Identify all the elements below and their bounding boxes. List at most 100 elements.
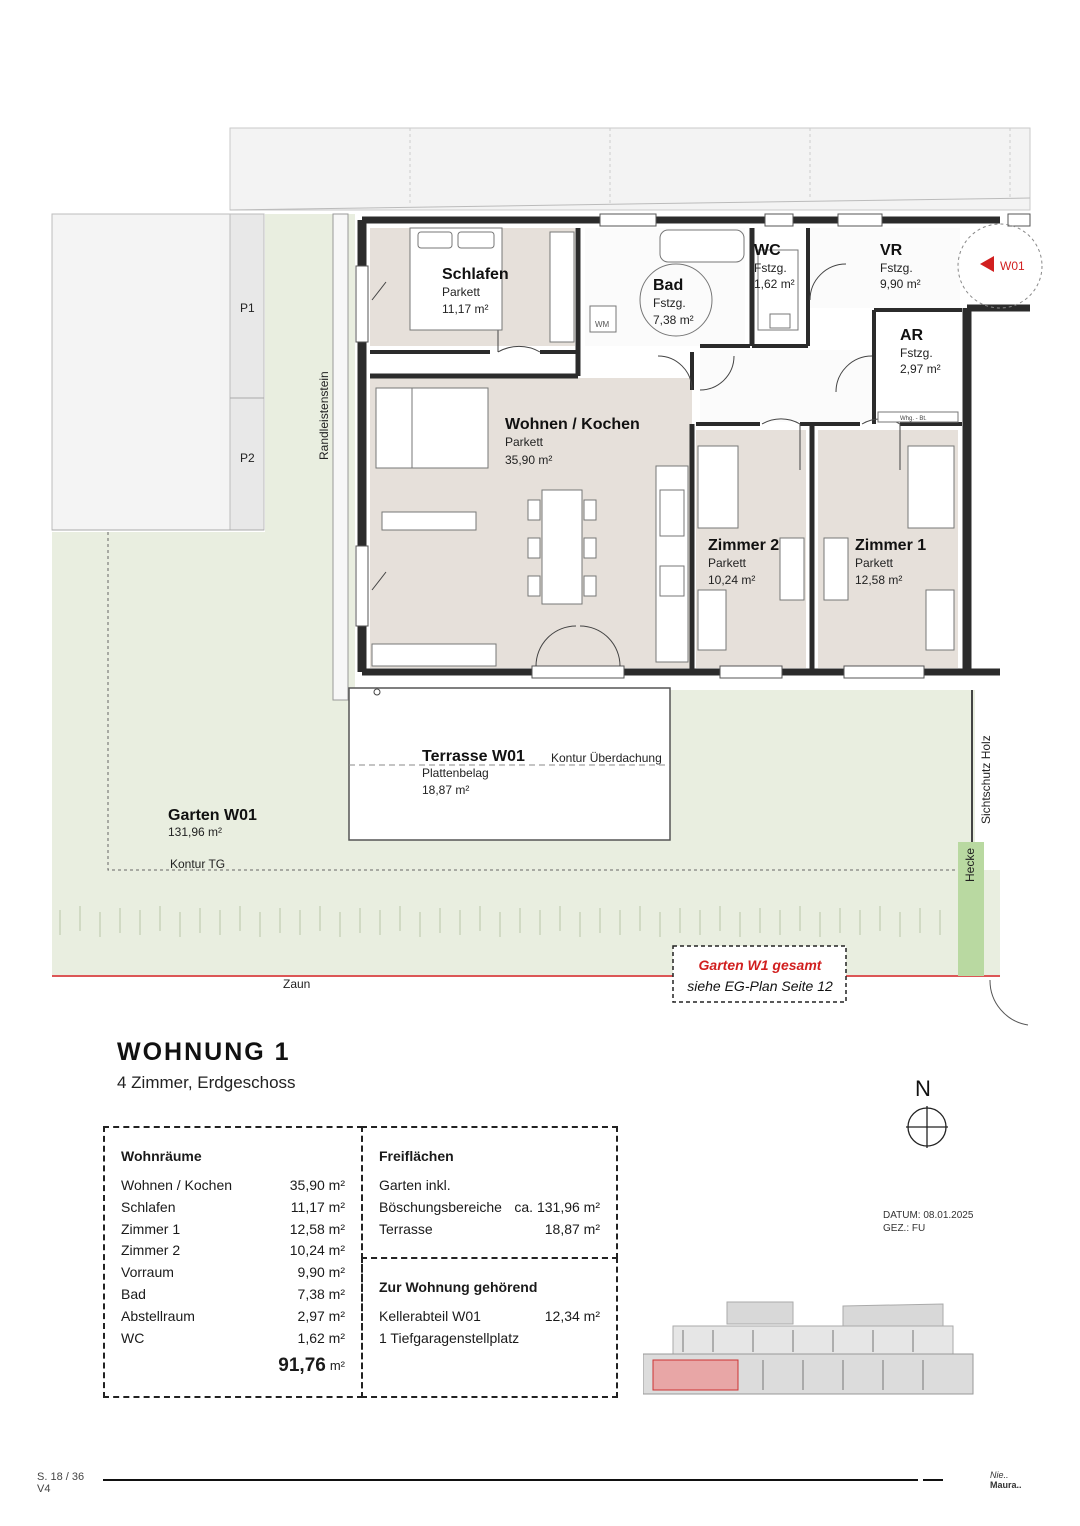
room-ar-area: 2,97 m² [900,362,941,376]
area-value: 7,38 m² [297,1285,345,1302]
garden-row-value: ca. 131,96 m² [514,1198,600,1215]
living-spaces-heading: Wohnräume [121,1148,202,1164]
terrace-row-label: Terrasse [379,1220,433,1237]
area-row: Vorraum 9,90 m² [121,1262,345,1284]
kontur-tg-label: Kontur TG [170,857,225,871]
area-value: 11,17 m² [290,1198,345,1215]
terrace-row: Terrasse 18,87 m² [379,1219,600,1241]
edge-label: Randleistenstein [317,371,331,460]
room-wc-area: 1,62 m² [754,277,795,291]
room-zimmer2-floor: Parkett [708,556,747,570]
area-value: 12,58 m² [289,1220,345,1237]
room-bad-name: Bad [653,277,683,294]
room-zimmer2-area: 10,24 m² [708,573,755,587]
garden-area-label: 131,96 m² [168,825,222,839]
slope-hatch [59,906,941,937]
garden-line: Garten inkl. [379,1177,451,1193]
fence-label: Zaun [283,977,310,991]
apartment-title: WOHNUNG 1 [117,1038,291,1066]
cellar-value: 12,34 m² [544,1308,600,1324]
room-wc-floor: Fstzg. [754,261,787,275]
north-label: N [915,1076,931,1101]
sichtschutz-label: Sichtschutz Holz [979,735,993,824]
room-zimmer1-name: Zimmer 1 [855,537,926,554]
entrance-arrow-icon [980,256,994,272]
area-label: Wohnen / Kochen [121,1177,233,1193]
area-value: 1,62 m² [297,1329,345,1346]
room-bad-area: 7,38 m² [653,313,694,327]
area-row: Bad 7,38 m² [121,1284,345,1306]
kontur-ueberdachung-label: Kontur Überdachung [551,751,662,765]
garden-area [52,214,1000,975]
garage-line: 1 Tiefgaragenstellplatz [379,1329,520,1346]
room-wc-name: WC [754,242,781,259]
garden-note-line2: siehe EG-Plan Seite 12 [687,978,833,994]
terrace-name: Terrasse W01 [422,748,525,765]
belongings-heading: Zur Wohnung gehörend [379,1279,538,1295]
version: V4 [37,1483,51,1495]
area-value: 2,97 m² [297,1307,345,1324]
floor-plan: P1 P2 Randleistenstein Kontur TG Terrass… [51,127,1043,1026]
edge-strip [332,213,349,701]
room-bad-floor: Fstzg. [653,296,686,310]
terrace-area [348,687,671,841]
total-area-unit: m² [329,1358,345,1374]
page-number: S. 18 / 36 [37,1471,85,1483]
area-row: Zimmer 1 12,58 m² [121,1219,345,1241]
footer-page-info: S. 18 / 36 V4 [37,1471,84,1495]
neighbour-area [229,127,1031,211]
footer-divider-short [923,1479,943,1481]
hedge-label: Hecke [963,848,977,882]
area-row: WC 1,62 m² [121,1328,345,1350]
garden-row-label: Böschungsbereiche [379,1198,502,1215]
parking-area [51,213,265,531]
apartment-subtitle: 4 Zimmer, Erdgeschoss [117,1073,296,1092]
garden-note-box [672,945,847,1003]
room-zimmer2-name: Zimmer 2 [708,537,779,554]
entrance-label: W01 [1000,259,1025,273]
terrace-row-value: 18,87 m² [544,1220,600,1237]
room-schlafen-floor: Parkett [442,285,481,299]
plan-date: DATUM: 08.01.2025 [883,1210,974,1221]
logo-line1: Nie.. [990,1470,1009,1480]
building-thumbnail [643,1296,978,1398]
room-vr-floor: Fstzg. [880,261,913,275]
room-wohnen-area: 35,90 m² [505,453,552,467]
windows [355,213,1031,679]
footer-divider [103,1479,918,1481]
logo-line2: Maura.. [990,1480,1022,1490]
outdoor-spaces-heading: Freiflächen [379,1148,454,1164]
area-value: 9,90 m² [297,1264,345,1281]
total-area: 91,76 m² [121,1355,345,1377]
room-ar-name: AR [900,327,924,344]
garden-note-line1: Garten W1 gesamt [699,957,823,973]
area-label: Zimmer 2 [121,1242,181,1259]
furniture [371,227,959,667]
terrace-area-label: 18,87 m² [422,783,469,797]
room-wohnen-floor: Parkett [505,435,544,449]
compass-icon [906,1106,948,1148]
room-vr-name: VR [880,242,903,259]
kontur-tg-line [107,532,975,871]
company-logo: Nie.. Maura.. [990,1470,1022,1490]
outdoor-spaces-box: Freiflächen Garten inkl. Böschungsbereic… [361,1126,618,1259]
area-label: WC [121,1329,145,1346]
hedge [958,842,984,976]
area-row: Abstellraum 2,97 m² [121,1306,345,1328]
area-label: Abstellraum [121,1307,195,1324]
area-label: Zimmer 1 [121,1220,181,1237]
room-vr-area: 9,90 m² [880,277,921,291]
plan-drawn-by: GEZ.: FU [883,1223,926,1234]
entrance-marker [957,223,1043,309]
terrace-floor: Plattenbelag [422,766,489,780]
area-label: Bad [121,1285,146,1302]
garden-name: Garten W01 [168,807,257,824]
room-zimmer1-area: 12,58 m² [855,573,902,587]
room-zimmer1-floor: Parkett [855,556,894,570]
plan-date-info: DATUM: 08.01.2025 GEZ.: FU [883,1209,973,1235]
area-label: Vorraum [121,1264,174,1281]
